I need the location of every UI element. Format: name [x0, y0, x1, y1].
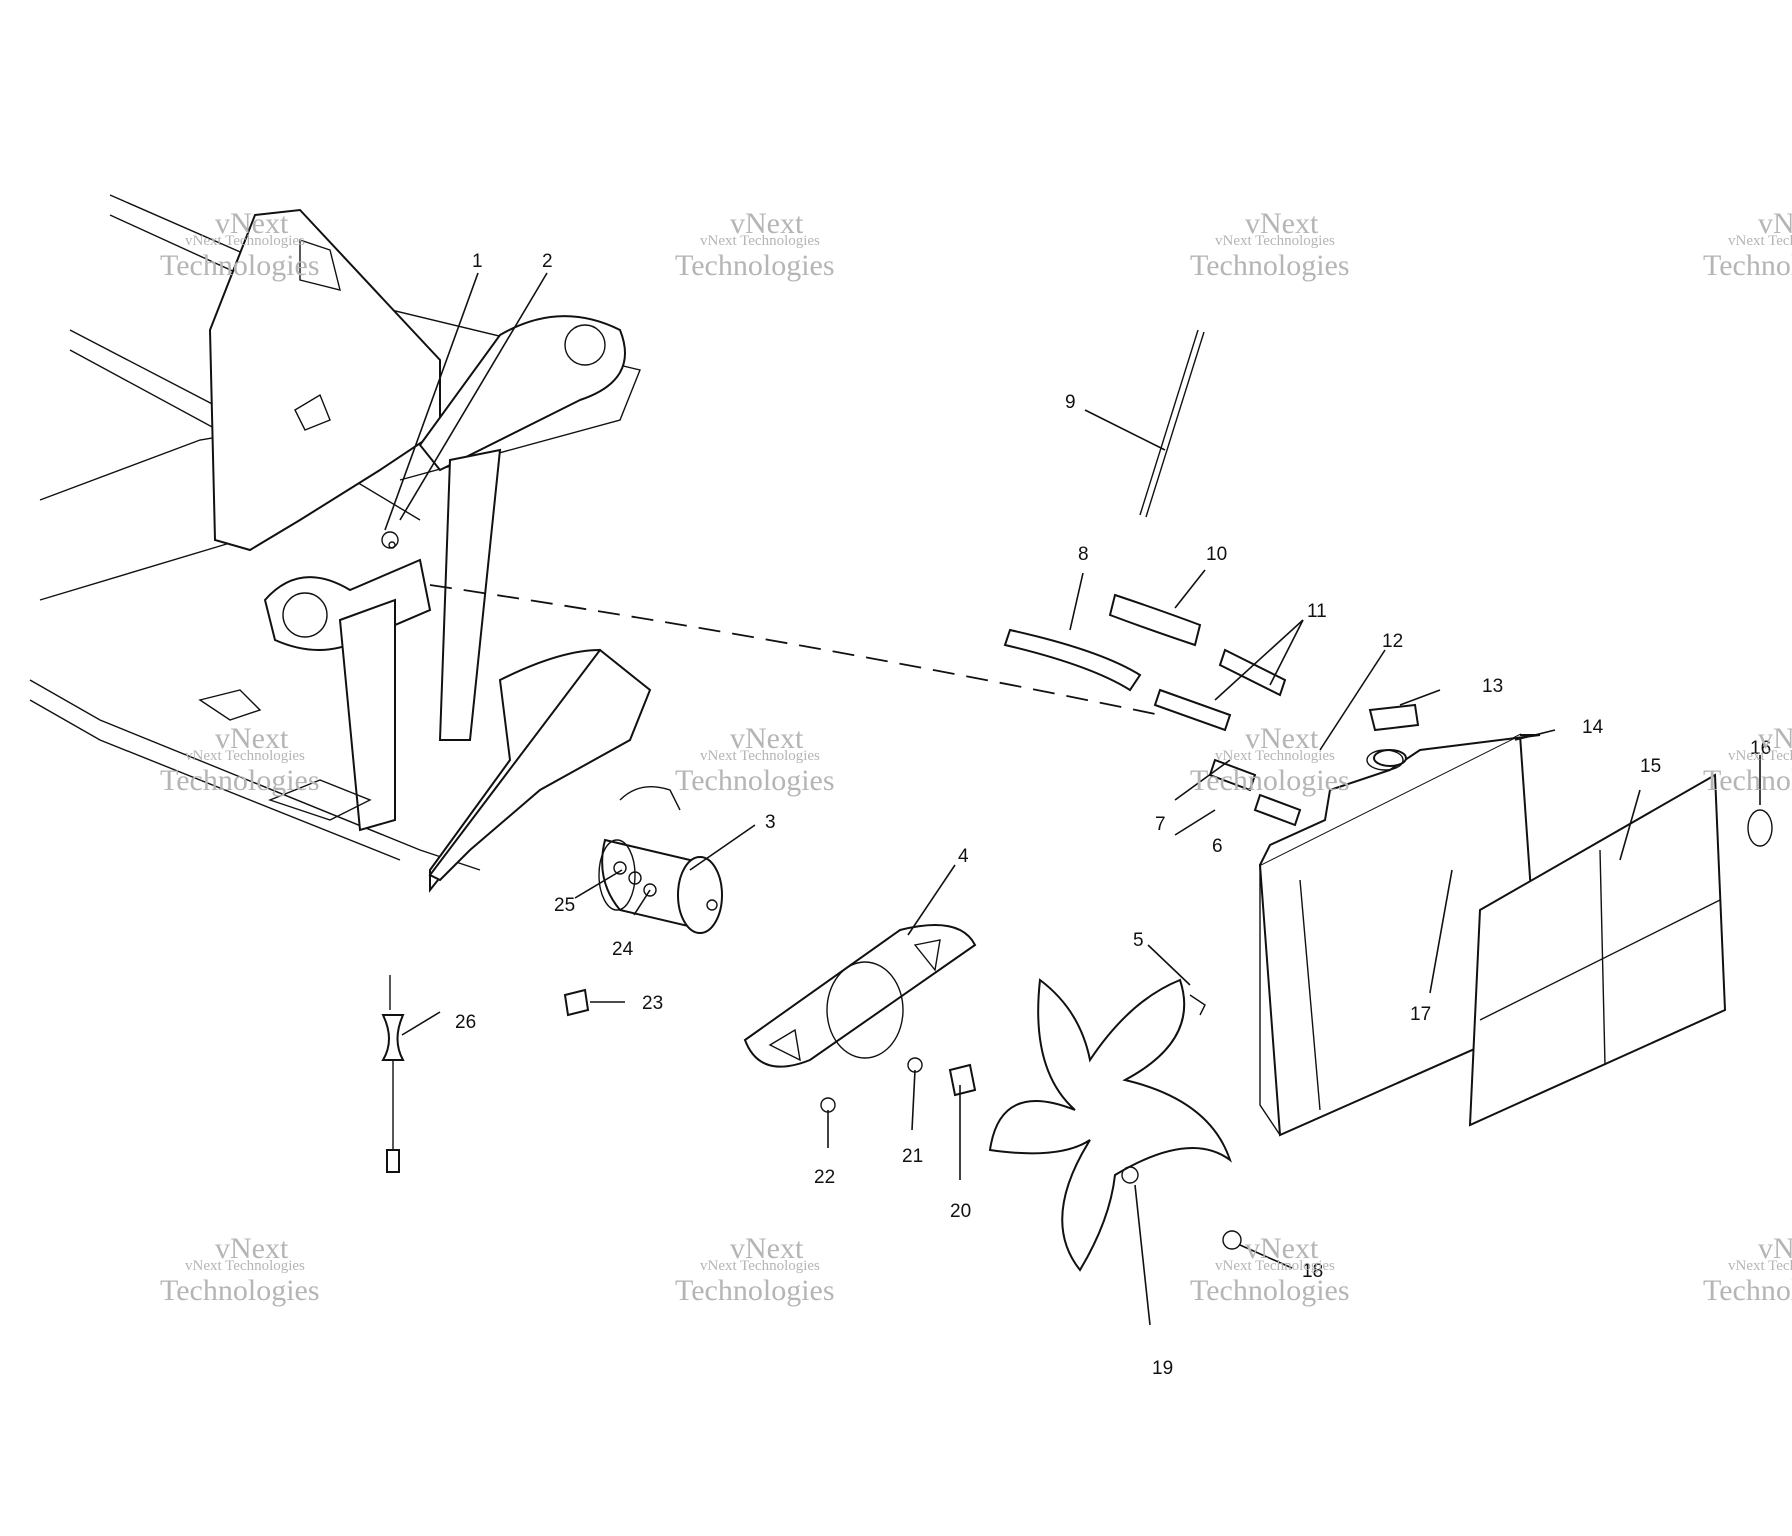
- svg-text:Technologies: Technologies: [160, 1274, 320, 1307]
- svg-text:vNext Technologies: vNext Technologies: [1728, 748, 1792, 764]
- svg-text:Technologies: Technologies: [675, 1274, 835, 1307]
- fan-blade: [988, 978, 1232, 1272]
- watermark: vNext Technologies vNext Technologies: [1703, 722, 1792, 797]
- svg-text:vNext: vNext: [730, 207, 804, 240]
- radiator-shroud: [1468, 773, 1727, 1127]
- fan-bracket: [743, 924, 977, 1068]
- callout-8: 8: [1078, 544, 1089, 565]
- routing-dashed-line: [429, 584, 1161, 716]
- svg-text:Technologies: Technologies: [675, 249, 835, 282]
- svg-text:Technologies: Technologies: [160, 249, 320, 282]
- callout-1: 1: [472, 251, 483, 272]
- callout-21: 21: [902, 1146, 923, 1167]
- watermark: vNext Technologies vNext Technologies: [1703, 207, 1792, 282]
- svg-text:Technologies: Technologies: [1703, 764, 1792, 797]
- svg-text:Technologies: Technologies: [1190, 249, 1350, 282]
- watermark: vNext Technologies vNext Technologies: [1190, 207, 1350, 282]
- fan-motor: [598, 786, 723, 934]
- svg-text:vNext: vNext: [215, 722, 289, 755]
- callout-20: 20: [950, 1201, 971, 1222]
- svg-text:vNext Technologies: vNext Technologies: [700, 748, 820, 764]
- svg-text:vNext: vNext: [1758, 722, 1792, 755]
- svg-text:vNext Technologies: vNext Technologies: [1728, 233, 1792, 249]
- watermark: vNext Technologies vNext Technologies: [160, 722, 320, 797]
- svg-text:vNext Technologies: vNext Technologies: [1215, 1258, 1335, 1274]
- svg-text:vNext: vNext: [1245, 722, 1319, 755]
- watermark: vNext Technologies vNext Technologies: [160, 1232, 320, 1307]
- svg-text:vNext Technologies: vNext Technologies: [700, 233, 820, 249]
- svg-text:vNext Technologies: vNext Technologies: [1215, 748, 1335, 764]
- svg-text:Technologies: Technologies: [160, 764, 320, 797]
- svg-text:vNext Technologies: vNext Technologies: [700, 1258, 820, 1274]
- watermark: vNext Technologies vNext Technologies: [675, 1232, 835, 1307]
- callout-12: 12: [1382, 631, 1403, 652]
- callout-15: 15: [1640, 756, 1661, 777]
- svg-text:vNext Technologies: vNext Technologies: [185, 233, 305, 249]
- svg-text:vNext: vNext: [1245, 1232, 1319, 1265]
- svg-text:Technologies: Technologies: [1703, 249, 1792, 282]
- callout-4: 4: [958, 846, 969, 867]
- svg-text:Technologies: Technologies: [675, 764, 835, 797]
- callout-19: 19: [1152, 1358, 1173, 1379]
- callout-23: 23: [642, 993, 663, 1014]
- callout-26: 26: [455, 1012, 476, 1033]
- callout-16: 16: [1750, 738, 1771, 759]
- svg-text:Technologies: Technologies: [1190, 764, 1350, 797]
- watermarks: vNext Technologies vNext Technologies vN…: [160, 207, 1792, 1307]
- callout-3: 3: [765, 812, 776, 833]
- callout-17: 17: [1410, 1004, 1431, 1025]
- hoses-and-fittings: [1003, 329, 1773, 1250]
- watermark: vNext Technologies vNext Technologies: [675, 722, 835, 797]
- svg-text:vNext: vNext: [1758, 207, 1792, 240]
- svg-text:vNext Technologies: vNext Technologies: [1215, 233, 1335, 249]
- svg-text:vNext: vNext: [730, 1232, 804, 1265]
- watermark: vNext Technologies vNext Technologies: [675, 207, 835, 282]
- svg-text:vNext Technologies: vNext Technologies: [1728, 1258, 1792, 1274]
- callout-25: 25: [554, 895, 575, 916]
- watermark: vNext Technologies vNext Technologies: [1190, 1232, 1350, 1307]
- leader-lines: [384, 272, 1761, 1326]
- svg-text:vNext Technologies: vNext Technologies: [185, 1258, 305, 1274]
- svg-text:Technologies: Technologies: [1703, 1274, 1792, 1307]
- callout-14: 14: [1582, 717, 1604, 738]
- callout-22: 22: [814, 1167, 835, 1188]
- callout-5: 5: [1133, 930, 1144, 951]
- callout-11: 11: [1307, 601, 1327, 622]
- callout-6: 6: [1212, 836, 1223, 857]
- callout-9: 9: [1065, 392, 1076, 413]
- watermark: vNext Technologies vNext Technologies: [1190, 722, 1350, 797]
- callout-13: 13: [1482, 676, 1503, 697]
- svg-text:vNext: vNext: [1245, 207, 1319, 240]
- watermark: vNext Technologies vNext Technologies: [1703, 1232, 1792, 1307]
- callout-2: 2: [542, 251, 553, 272]
- svg-text:vNext: vNext: [215, 207, 289, 240]
- svg-text:vNext: vNext: [1758, 1232, 1792, 1265]
- svg-text:Technologies: Technologies: [1190, 1274, 1350, 1307]
- callout-24: 24: [612, 939, 634, 960]
- svg-text:vNext: vNext: [215, 1232, 289, 1265]
- callout-10: 10: [1206, 544, 1227, 565]
- callout-18: 18: [1302, 1261, 1323, 1282]
- watermark: vNext Technologies vNext Technologies: [160, 207, 320, 282]
- callout-labels: 1 2 3 4 5 6 7 8 9 10 11 12 13 14 15 16 1…: [455, 251, 1771, 1379]
- svg-text:vNext Technologies: vNext Technologies: [185, 748, 305, 764]
- frame-assembly: [29, 194, 652, 893]
- callout-7: 7: [1155, 814, 1166, 835]
- svg-text:vNext: vNext: [730, 722, 804, 755]
- radiator: [1258, 733, 1542, 1137]
